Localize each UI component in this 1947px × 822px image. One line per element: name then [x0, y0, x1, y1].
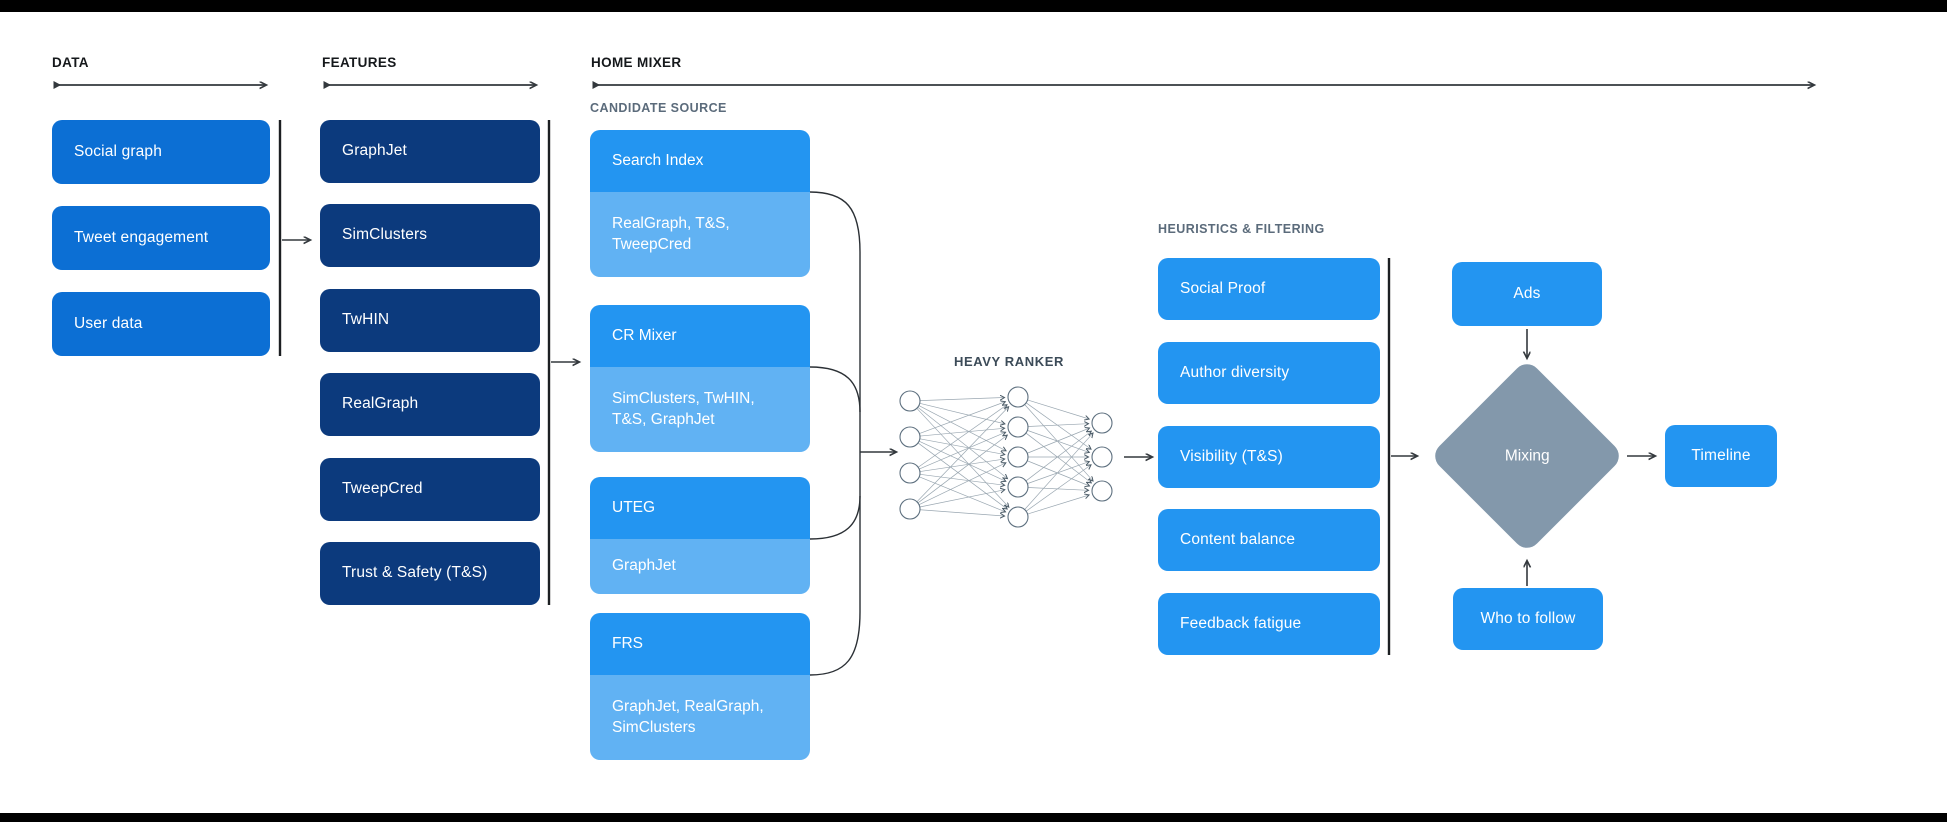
heavy-ranker-network: [899, 386, 1113, 528]
nn-edge: [918, 463, 1005, 505]
data-box-social-graph: Social graph: [52, 120, 270, 184]
nn-edge: [1025, 432, 1091, 482]
nn-edge: [917, 442, 1007, 509]
nn-node: [899, 426, 921, 448]
feature-box-trust-safety: Trust & Safety (T&S): [320, 542, 540, 605]
data-box-tweet-engagement: Tweet engagement: [52, 206, 270, 270]
nn-edge: [1027, 487, 1088, 490]
nn-edge: [919, 403, 1005, 423]
heuristics-box-visibility: Visibility (T&S): [1158, 426, 1380, 488]
data-box-user-data: User data: [52, 292, 270, 356]
nn-edge: [919, 509, 1004, 516]
nn-node: [1091, 412, 1113, 434]
feature-box-graphjet: GraphJet: [320, 120, 540, 183]
candidate-group-uteg: UTEG GraphJet: [590, 477, 810, 594]
nn-edge: [919, 473, 1004, 485]
candidate-title-cr-mixer: CR Mixer: [590, 305, 810, 367]
heuristics-box-author-diversity: Author diversity: [1158, 342, 1380, 404]
mixing-diamond: Mixing: [1429, 358, 1625, 554]
nn-edge: [1027, 495, 1089, 515]
nn-edge: [919, 476, 1005, 512]
nn-edge: [917, 435, 1007, 504]
feature-box-tweepcred: TweepCred: [320, 458, 540, 521]
nn-node: [899, 390, 921, 412]
nn-edge: [916, 408, 1009, 506]
data-section-heading: DATA: [52, 55, 89, 70]
nn-edge: [1027, 462, 1088, 484]
feature-box-realgraph: RealGraph: [320, 373, 540, 436]
heuristics-heading: HEURISTICS & FILTERING: [1158, 222, 1325, 236]
nn-edge: [1024, 433, 1093, 510]
nn-edge: [919, 432, 1005, 470]
who-to-follow-box: Who to follow: [1453, 588, 1603, 650]
nn-edge: [1025, 465, 1090, 512]
nn-edge: [1027, 399, 1089, 419]
nn-node: [899, 462, 921, 484]
candidate-subtitle-uteg: GraphJet: [590, 539, 810, 594]
candidate-subtitle-cr-mixer: SimClusters, TwHIN, T&S, GraphJet: [590, 367, 810, 452]
nn-edge: [1027, 430, 1088, 452]
nn-node: [1091, 446, 1113, 468]
nn-edge: [1024, 404, 1093, 480]
heuristics-box-content-balance: Content balance: [1158, 509, 1380, 571]
frs-connector-curve: [809, 611, 861, 676]
candidate-title-frs: FRS: [590, 613, 810, 675]
nn-edge: [1027, 460, 1089, 486]
nn-edge: [919, 459, 1004, 472]
nn-edge: [1025, 402, 1090, 449]
nn-edge: [918, 440, 1005, 481]
nn-edge: [917, 406, 1007, 478]
nn-edge: [916, 407, 1008, 503]
features-section-heading: FEATURES: [322, 55, 397, 70]
nn-node: [1007, 506, 1029, 528]
nn-edge: [917, 405, 1006, 468]
heuristics-box-social-proof: Social Proof: [1158, 258, 1380, 320]
top-black-bar: [0, 0, 1947, 12]
candidate-subtitle-frs: GraphJet, RealGraph, SimClusters: [590, 675, 810, 760]
candidate-title-uteg: UTEG: [590, 477, 810, 539]
ads-box: Ads: [1452, 262, 1602, 326]
candidate-group-cr-mixer: CR Mixer SimClusters, TwHIN, T&S, GraphJ…: [590, 305, 810, 452]
candidate-subtitle-search-index: RealGraph, T&S, TweepCred: [590, 192, 810, 277]
nn-edge: [918, 405, 1006, 451]
nn-edge: [919, 428, 1004, 437]
candidate-group-frs: FRS GraphJet, RealGraph, SimClusters: [590, 613, 810, 760]
bottom-black-bar: [0, 813, 1947, 822]
feature-box-twhin: TwHIN: [320, 289, 540, 352]
candidate-source-heading: CANDIDATE SOURCE: [590, 101, 727, 115]
search-index-connector-curve: [809, 191, 861, 253]
nn-edge: [1027, 428, 1089, 454]
nn-edge: [919, 438, 1004, 455]
uteg-connector-curve: [809, 495, 861, 540]
feature-box-simclusters: SimClusters: [320, 204, 540, 267]
nn-edge: [919, 402, 1004, 434]
nn-edge: [919, 398, 1004, 401]
nn-node: [1007, 386, 1029, 408]
nn-edge: [1027, 424, 1088, 427]
candidate-group-search-index: Search Index RealGraph, T&S, TweepCred: [590, 130, 810, 277]
nn-node: [1007, 416, 1029, 438]
nn-node: [1091, 480, 1113, 502]
heuristics-box-feedback-fatigue: Feedback fatigue: [1158, 593, 1380, 655]
nn-node: [899, 498, 921, 520]
mixing-diamond-label: Mixing: [1504, 446, 1550, 464]
home-mixer-section-heading: HOME MIXER: [591, 55, 682, 70]
timeline-box: Timeline: [1665, 425, 1777, 487]
candidate-title-search-index: Search Index: [590, 130, 810, 192]
nn-edge: [919, 490, 1004, 508]
nn-node: [1007, 476, 1029, 498]
nn-node: [1007, 446, 1029, 468]
cr-mixer-connector-curve: [809, 366, 861, 413]
nn-edge: [1025, 431, 1091, 482]
heavy-ranker-heading: HEAVY RANKER: [953, 354, 1065, 369]
